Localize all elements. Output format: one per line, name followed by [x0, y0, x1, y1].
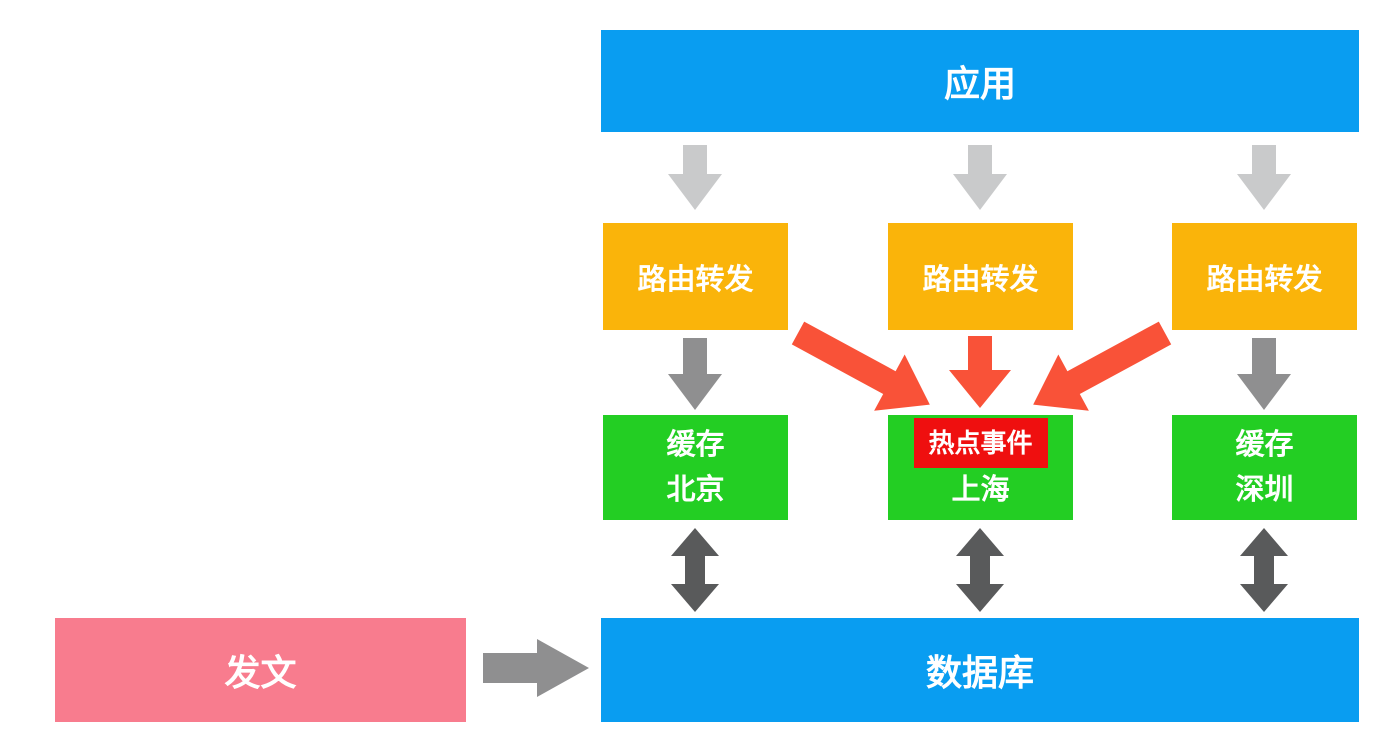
red-down-arrow-icon [949, 336, 1011, 408]
down-arrow-icon [1237, 145, 1291, 210]
node-database: 数据库 [601, 618, 1359, 722]
node-cache-shenzhen: 缓存 深圳 [1172, 415, 1357, 520]
node-router-2: 路由转发 [888, 223, 1073, 330]
right-arrow-icon [483, 639, 589, 697]
cache-beijing-line1: 缓存 [666, 428, 725, 461]
node-router-3-label: 路由转发 [1206, 263, 1323, 296]
node-application: 应用 [601, 30, 1359, 132]
cache-shenzhen-line1: 缓存 [1235, 428, 1294, 461]
node-database-label: 数据库 [925, 652, 1034, 693]
down-arrow-icon [668, 145, 722, 210]
node-publish-label: 发文 [224, 652, 297, 693]
double-arrow-icon [1240, 528, 1288, 612]
node-router-2-label: 路由转发 [922, 263, 1039, 296]
hot-event-badge: 热点事件 [913, 418, 1048, 468]
cache-shanghai-line2: 上海 [951, 474, 1010, 506]
node-router-3: 路由转发 [1172, 223, 1357, 330]
cache-shenzhen-line2: 深圳 [1235, 473, 1294, 506]
node-application-label: 应用 [943, 63, 1016, 104]
node-publish: 发文 [55, 618, 466, 722]
down-arrow-icon [953, 145, 1007, 210]
node-router-1: 路由转发 [603, 223, 788, 330]
node-router-1-label: 路由转发 [637, 263, 754, 296]
down-arrow-icon [668, 338, 722, 410]
double-arrow-icon [671, 528, 719, 612]
cache-beijing-line2: 北京 [666, 473, 725, 506]
node-cache-shanghai: 热点事件 上海 [888, 415, 1073, 520]
node-cache-beijing: 缓存 北京 [603, 415, 788, 520]
down-arrow-icon [1237, 338, 1291, 410]
double-arrow-icon [956, 528, 1004, 612]
